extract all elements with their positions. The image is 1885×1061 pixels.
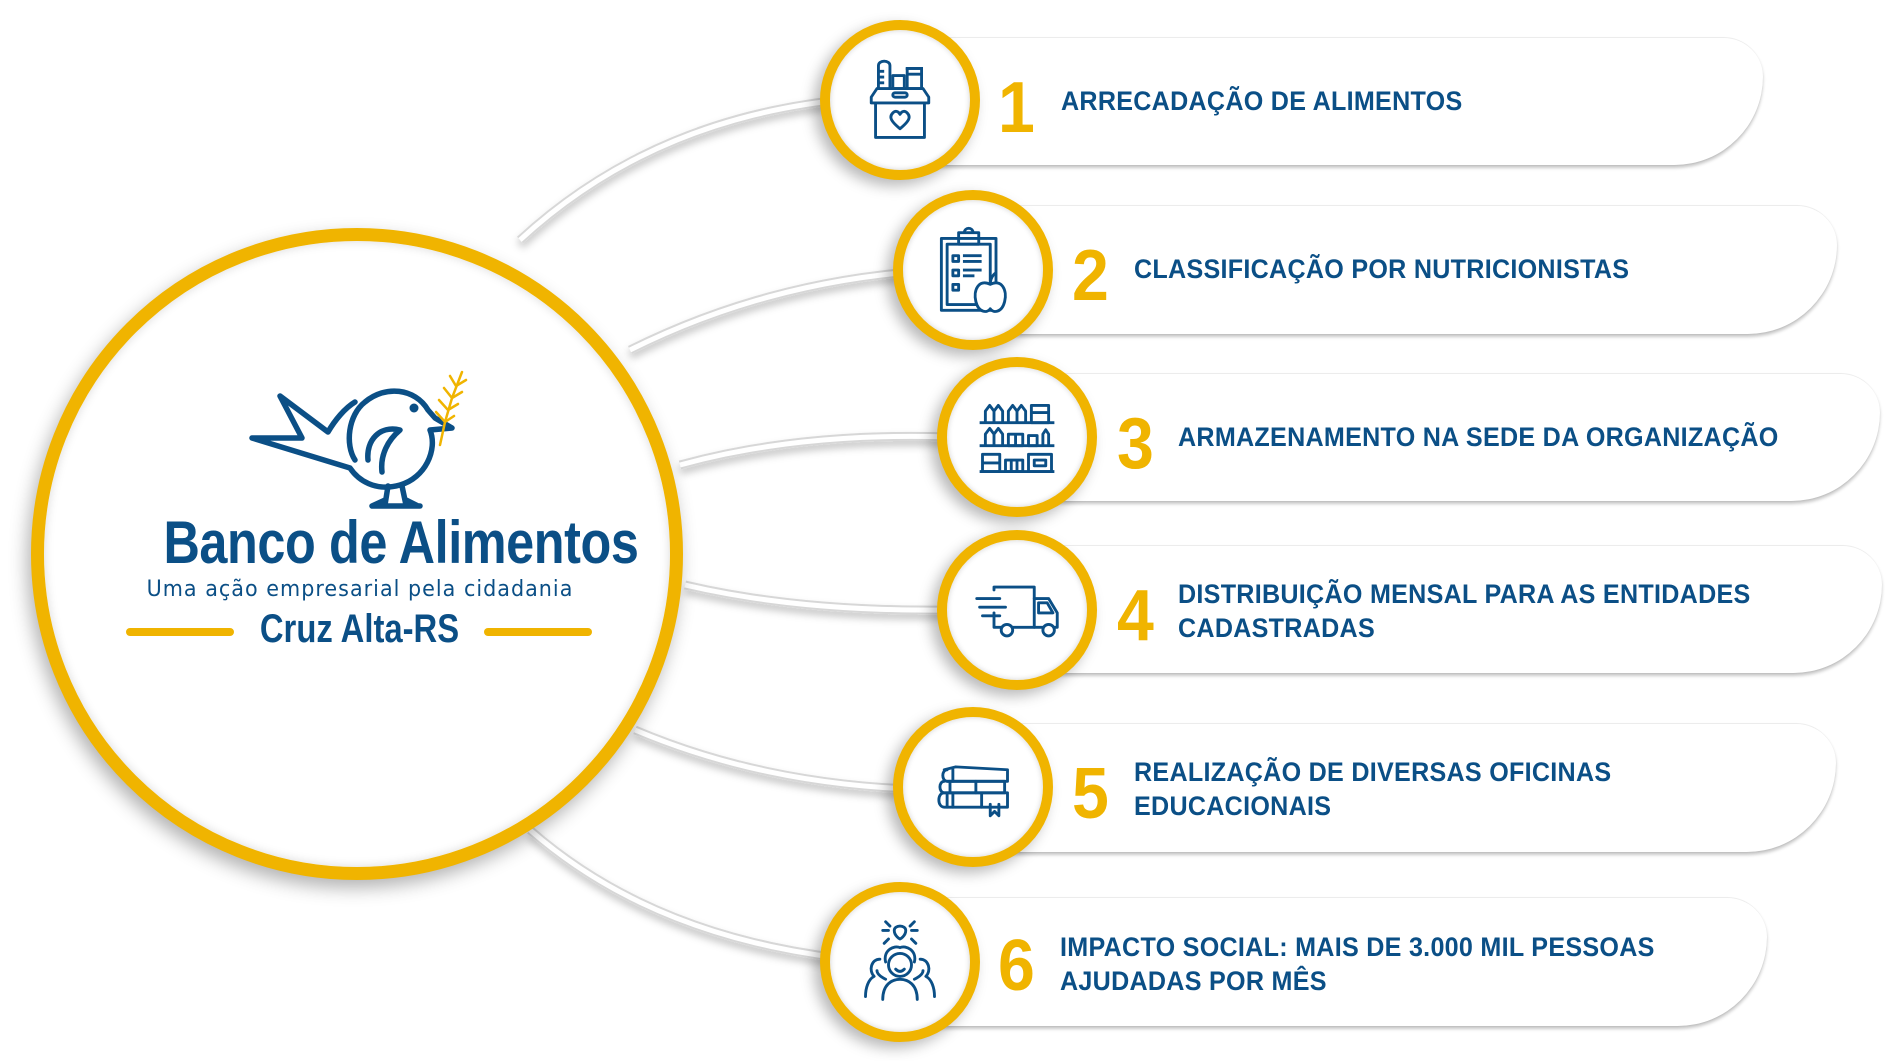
organization-name: Banco de Alimentos (163, 509, 639, 576)
organization-location: Cruz Alta-RS (259, 607, 459, 651)
step-badge-3 (937, 357, 1097, 517)
bird-with-wheat-icon (249, 370, 468, 509)
delivery-truck-icon (975, 585, 1059, 638)
step-badge-2 (893, 190, 1053, 350)
step-card-2 (973, 205, 1837, 334)
donation-box-icon (869, 59, 931, 139)
step-label-4: DISTRIBUIÇÃO MENSAL PARA AS ENTIDADES CA… (1178, 579, 1751, 643)
step-badge-5 (893, 707, 1053, 867)
step-badge-1 (820, 20, 980, 180)
step-label-3: ARMAZENAMENTO NA SEDE DA ORGANIZAÇÃO (1178, 422, 1779, 452)
step-badge-4 (937, 530, 1097, 690)
step-number-3: 3 (1117, 404, 1154, 484)
step-number-2: 2 (1072, 236, 1109, 316)
step-card-3 (1017, 373, 1880, 501)
step-number-1: 1 (998, 68, 1035, 148)
people-group-icon (864, 920, 936, 1001)
step-number-5: 5 (1072, 754, 1109, 834)
step-card-1 (900, 37, 1763, 165)
step-number-6: 6 (998, 926, 1035, 1006)
step-card-5 (973, 723, 1836, 852)
decorative-bar-left (126, 628, 234, 636)
step-number-4: 4 (1117, 576, 1154, 656)
step-card-6 (899, 897, 1767, 1026)
decorative-bar-right (484, 628, 592, 636)
clipboard-apple-icon (939, 226, 1007, 313)
step-card-4 (1016, 545, 1882, 673)
step-label-1: ARRECADAÇÃO DE ALIMENTOS (1061, 86, 1463, 116)
step-label-5: REALIZAÇÃO DE DIVERSAS OFICINAS EDUCACIO… (1134, 757, 1612, 821)
organization-location-row: Cruz Alta-RS (126, 606, 592, 652)
step-badge-6 (820, 882, 980, 1042)
step-label-2: CLASSIFICAÇÃO POR NUTRICIONISTAS (1134, 254, 1630, 284)
step-label-6: IMPACTO SOCIAL: MAIS DE 3.000 MIL PESSOA… (1060, 932, 1655, 996)
organization-tagline: Uma ação empresarial pela cidadania (146, 576, 574, 602)
books-icon (937, 765, 1009, 818)
storage-shelves-icon (979, 403, 1055, 473)
